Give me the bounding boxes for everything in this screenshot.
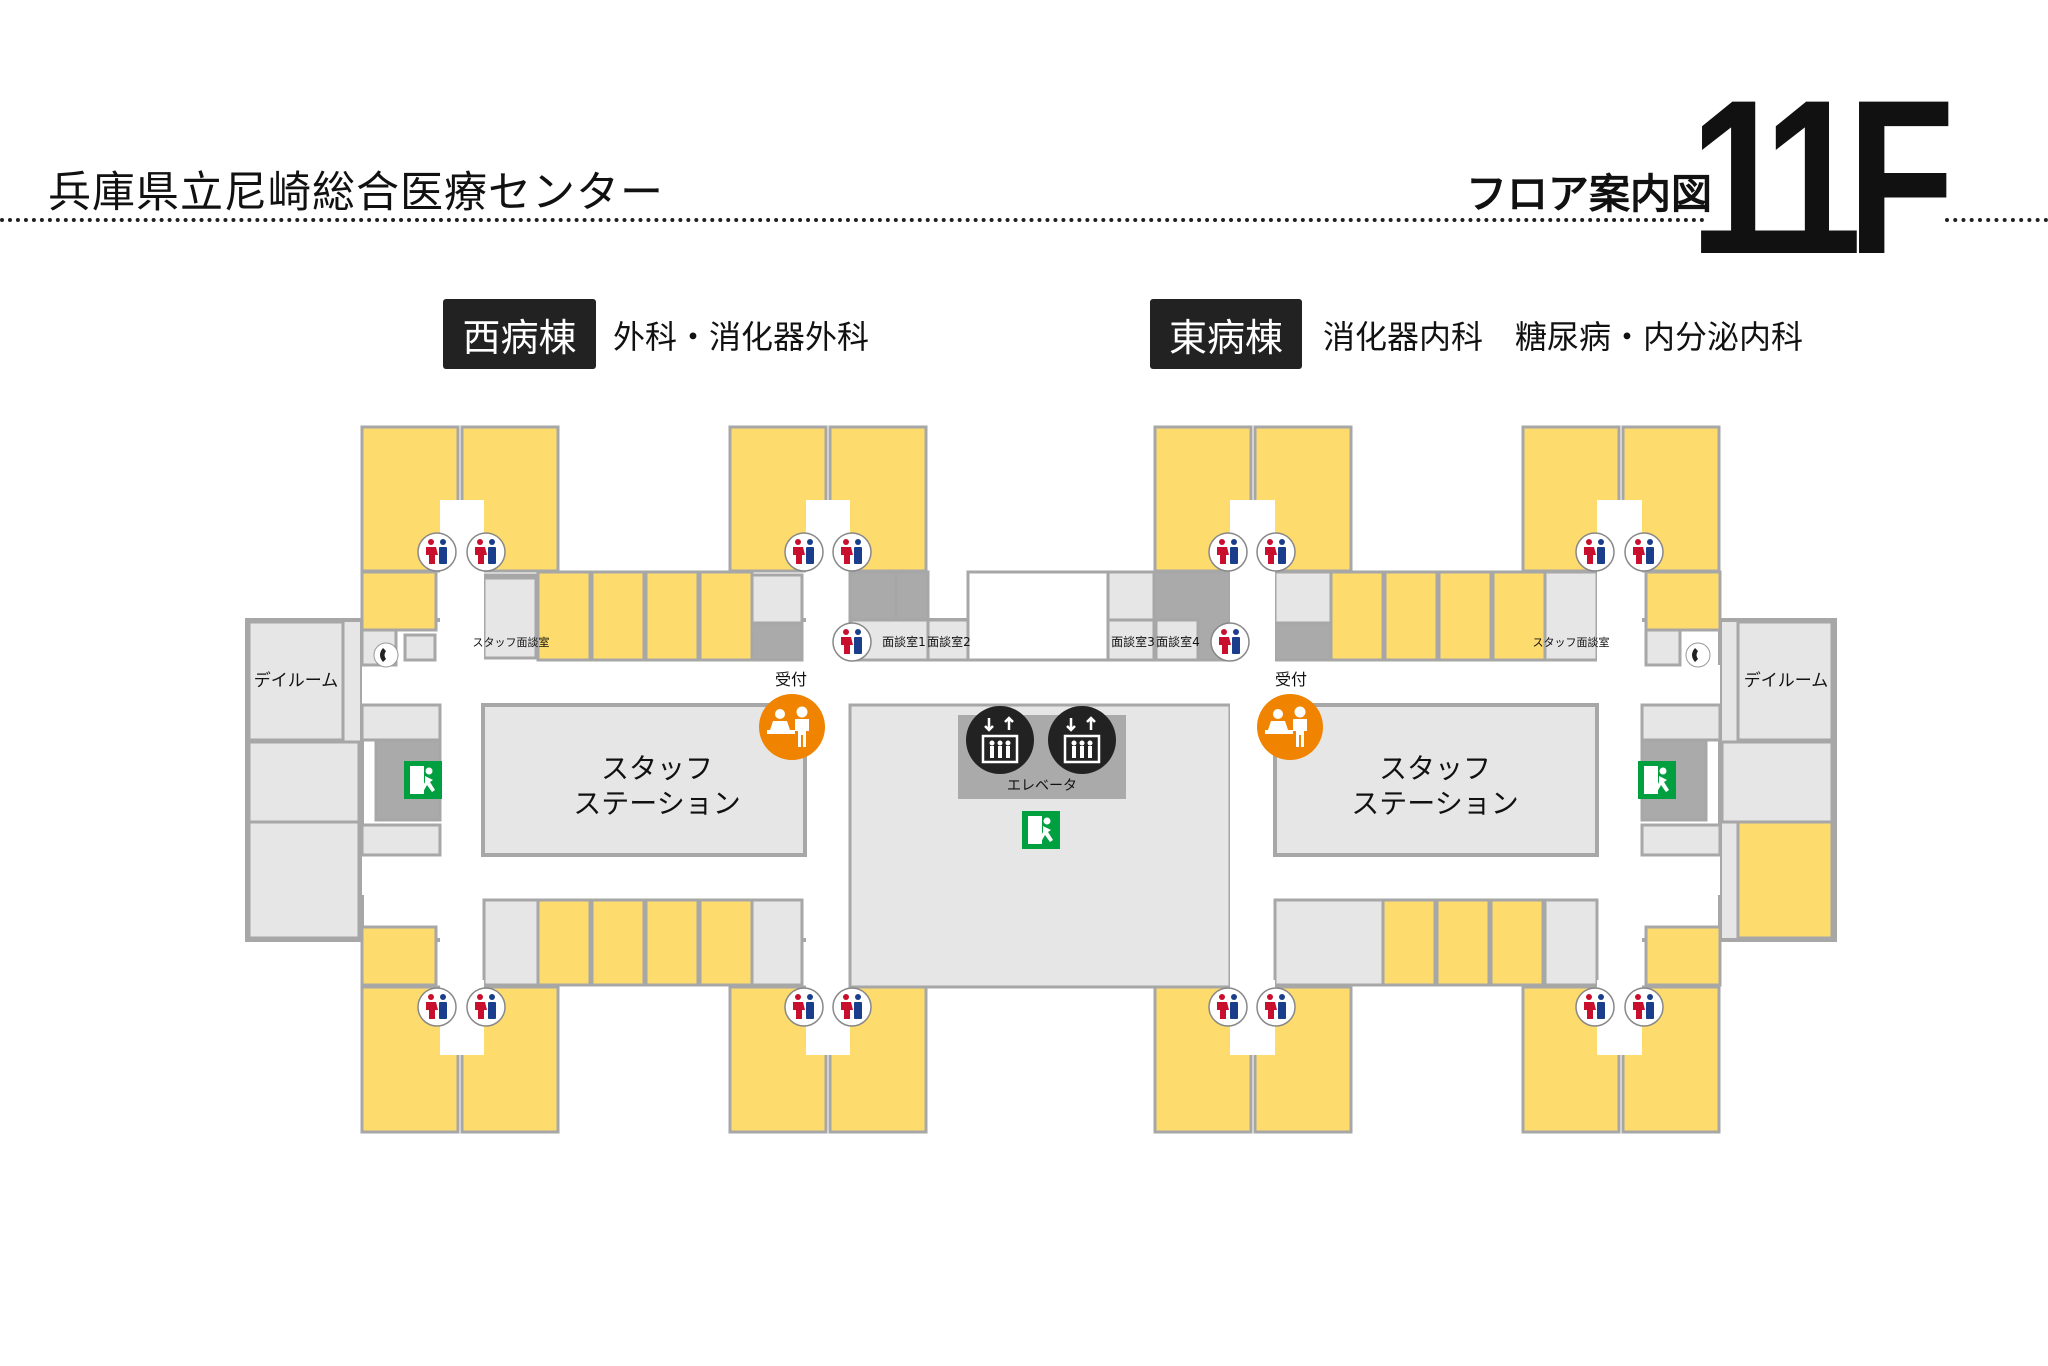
restroom-icon bbox=[1208, 532, 1248, 572]
hospital-name: 兵庫県立尼崎総合医療センター bbox=[48, 168, 664, 218]
restroom-icon bbox=[1575, 532, 1615, 572]
elevator-label: エレベータ bbox=[1007, 778, 1077, 794]
floor-guide-label: フロア案内図 bbox=[1466, 170, 1712, 218]
restroom-icon bbox=[417, 532, 457, 572]
east-reception-icon bbox=[1257, 694, 1323, 760]
restroom-icon bbox=[1575, 987, 1615, 1027]
floor-number: 11F bbox=[1690, 54, 1955, 300]
restroom-icon bbox=[466, 532, 506, 572]
interview-room-1-label: 面談室1 bbox=[882, 634, 926, 649]
restroom-icon bbox=[1256, 532, 1296, 572]
restroom-icon bbox=[466, 987, 506, 1027]
restroom-icon bbox=[1624, 987, 1664, 1027]
interview-room-2-label: 面談室2 bbox=[927, 634, 971, 649]
restroom-icon bbox=[1256, 987, 1296, 1027]
interview-room-3-label: 面談室3 bbox=[1111, 634, 1155, 649]
east-staff-station-label-2: ステーション bbox=[1351, 787, 1518, 820]
west-phone-icon bbox=[373, 642, 399, 668]
elevator-icon bbox=[1046, 704, 1118, 776]
east-dayroom-label: デイルーム bbox=[1744, 670, 1829, 691]
restroom-icon bbox=[1210, 622, 1250, 662]
west-staff-station-label-2: ステーション bbox=[573, 787, 740, 820]
east-emergency-exit-icon bbox=[1638, 761, 1676, 799]
west-emergency-exit-icon bbox=[404, 761, 442, 799]
restroom-icon bbox=[784, 532, 824, 572]
restroom-icon bbox=[832, 622, 872, 662]
header-divider-right bbox=[1945, 218, 2048, 222]
east-wing-departments: 消化器内科 糖尿病・内分泌内科 bbox=[1323, 318, 1804, 356]
restroom-icon bbox=[1624, 532, 1664, 572]
east-reception-label: 受付 bbox=[1275, 670, 1307, 689]
restroom-icon bbox=[417, 987, 457, 1027]
west-wing-departments: 外科・消化器外科 bbox=[613, 318, 870, 356]
restroom-icon bbox=[832, 987, 872, 1027]
east-staff-station-label-1: スタッフ bbox=[1379, 752, 1491, 785]
west-staff-station-label-1: スタッフ bbox=[601, 752, 713, 785]
east-wing bbox=[1153, 425, 1834, 1134]
restroom-icon bbox=[784, 987, 824, 1027]
restroom-icon bbox=[832, 532, 872, 572]
interview-room-4-label: 面談室4 bbox=[1156, 634, 1200, 649]
header-divider-left bbox=[0, 218, 1706, 222]
west-reception-icon bbox=[759, 694, 825, 760]
center-emergency-exit-icon bbox=[1022, 811, 1060, 849]
west-wing-tag: 西病棟 bbox=[443, 299, 596, 369]
east-wing-tag: 東病棟 bbox=[1150, 299, 1302, 369]
west-reception-label: 受付 bbox=[775, 670, 807, 689]
east-phone-icon bbox=[1685, 642, 1711, 668]
elevator-icon bbox=[964, 704, 1036, 776]
restroom-icon bbox=[1208, 987, 1248, 1027]
west-staff-interview-room-label: スタッフ面談室 bbox=[473, 635, 550, 649]
west-dayroom-label: デイルーム bbox=[254, 670, 339, 691]
east-staff-interview-room-label: スタッフ面談室 bbox=[1533, 635, 1610, 649]
